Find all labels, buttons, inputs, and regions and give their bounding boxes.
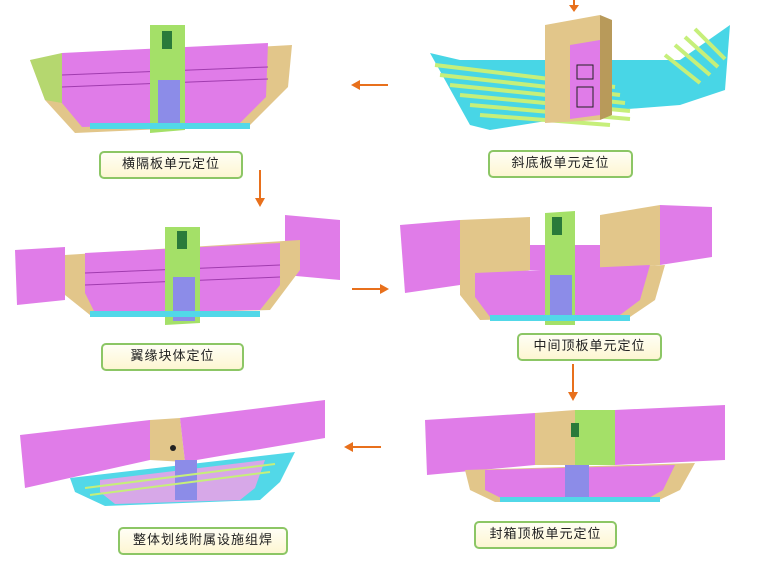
step3-illustration [15,215,340,325]
arrow-left-icon [344,442,381,452]
step5-label: 封箱顶板单元定位 [474,521,617,549]
step3-label: 翼缘块体定位 [101,343,244,371]
step5-illustration [425,405,725,502]
arrow-down-icon [568,364,578,401]
arrow-down-icon [569,0,579,12]
step2-illustration [30,25,292,133]
step4-illustration [400,205,712,325]
arrow-down-icon [255,170,265,207]
arrow-right-icon [352,284,389,294]
step6-label: 整体划线附属设施组焊 [118,527,288,555]
step1-illustration [430,15,730,130]
arrow-left-icon [351,80,388,90]
step1-label: 斜底板单元定位 [488,150,633,178]
step4-label: 中间顶板单元定位 [517,333,662,361]
step6-illustration [20,400,325,506]
step2-label: 横隔板单元定位 [99,151,243,179]
